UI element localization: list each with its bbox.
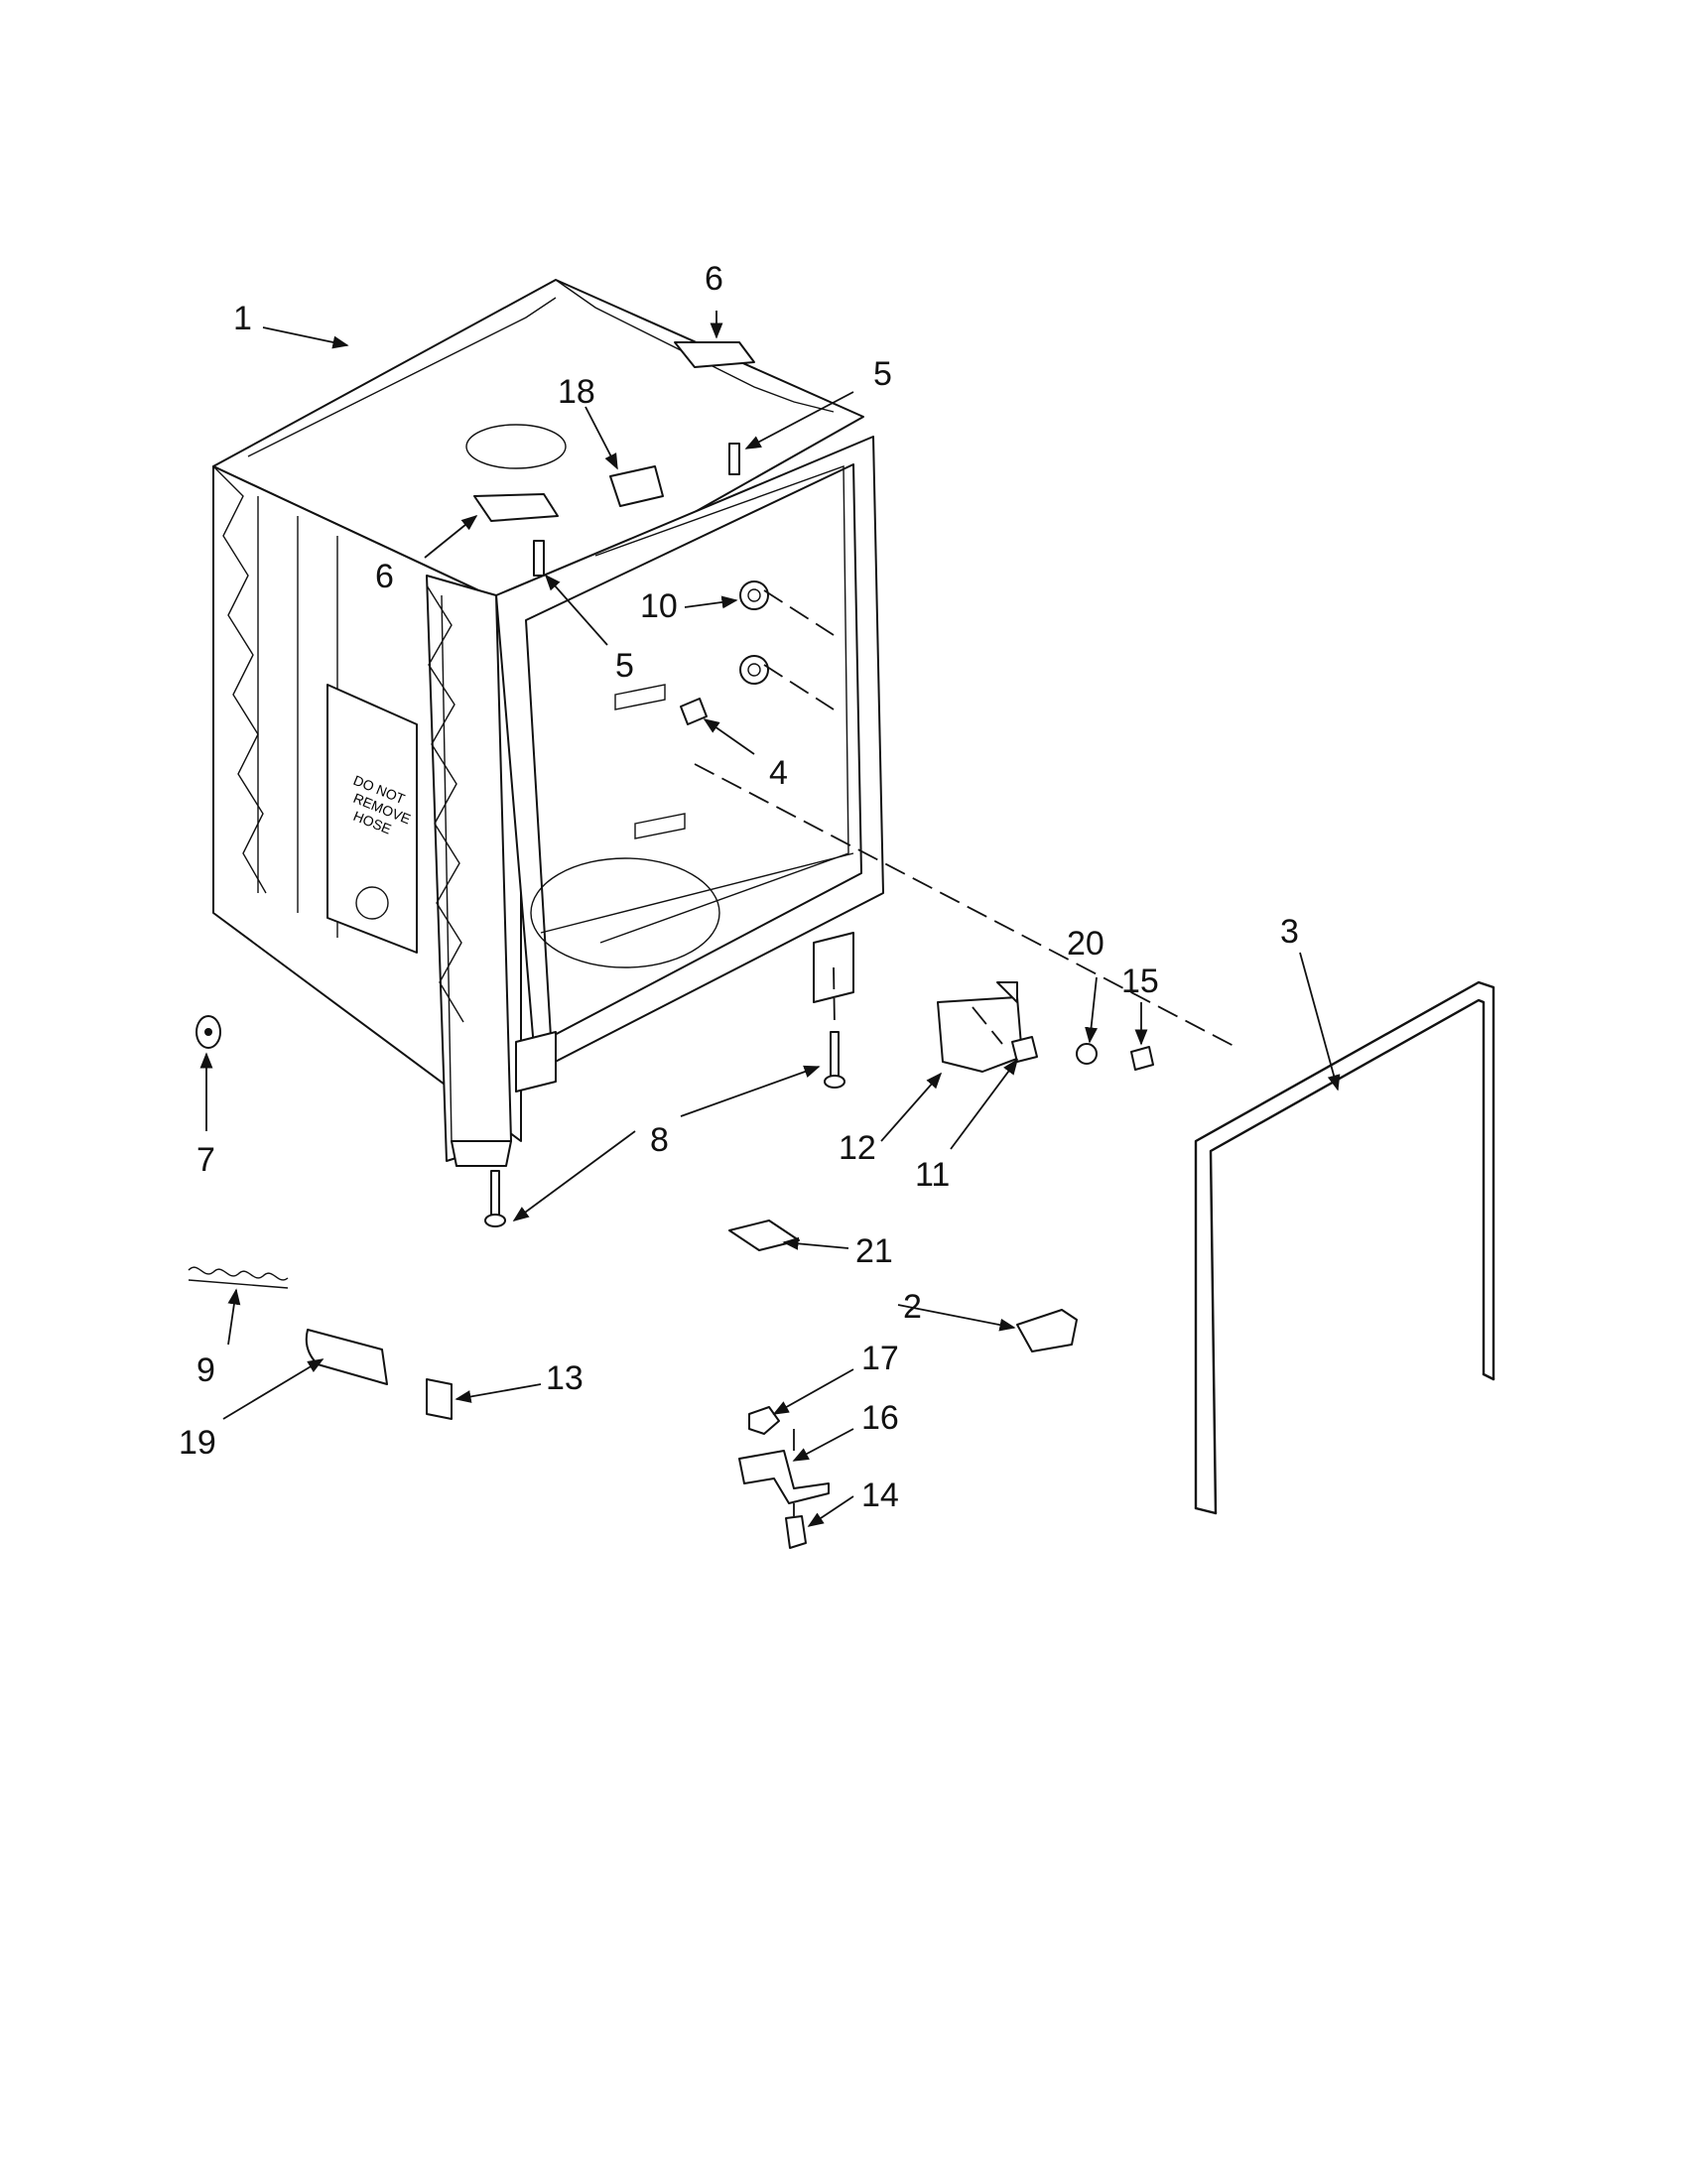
callout-7: 7 xyxy=(196,1141,215,1179)
cover-part-19 xyxy=(305,1329,388,1385)
callout-9: 9 xyxy=(196,1351,215,1389)
screw-part-11 xyxy=(1011,1036,1038,1063)
screw-part-4 xyxy=(680,698,708,725)
nut-part-20 xyxy=(1076,1043,1098,1065)
pad-part-21 xyxy=(728,1220,800,1251)
screw-part-14 xyxy=(785,1515,807,1549)
callout-2: 2 xyxy=(903,1288,922,1326)
spring-part-9 xyxy=(188,1266,289,1289)
assembly-guide-lines xyxy=(694,589,1236,1516)
clip-part-13 xyxy=(426,1378,453,1420)
callout-5-lower: 5 xyxy=(615,647,634,685)
clip-part-18 xyxy=(609,465,664,507)
callout-5-upper: 5 xyxy=(873,355,892,393)
callout-1: 1 xyxy=(233,300,252,337)
wheel-part-7 xyxy=(195,1015,221,1049)
callout-19: 19 xyxy=(179,1424,216,1462)
fitting-part-17 xyxy=(748,1406,780,1435)
door-seal-part-3 xyxy=(1194,980,1495,1515)
callout-20: 20 xyxy=(1067,925,1104,963)
screw-part-15 xyxy=(1130,1046,1154,1071)
roller-part-10 xyxy=(739,580,769,685)
callout-21: 21 xyxy=(855,1232,893,1270)
callout-3: 3 xyxy=(1280,913,1299,951)
callout-8: 8 xyxy=(650,1121,669,1159)
callout-12: 12 xyxy=(839,1129,876,1167)
leveling-leg-part-8 xyxy=(484,1031,845,1227)
screw-part-5 xyxy=(533,443,740,577)
callout-14: 14 xyxy=(861,1477,899,1514)
callout-10: 10 xyxy=(640,587,678,625)
callout-18: 18 xyxy=(558,373,595,411)
callout-numbers: 1 2 3 4 5 5 6 6 7 8 9 10 11 12 13 14 15 … xyxy=(179,260,1299,1514)
callout-11: 11 xyxy=(915,1156,950,1194)
callout-4: 4 xyxy=(769,754,788,792)
tub-assembly: DO NOT REMOVE HOSE xyxy=(212,279,884,1167)
bracket-part-12 xyxy=(937,981,1023,1073)
leader-lines xyxy=(199,311,1341,1527)
latch-part-2 xyxy=(1016,1309,1078,1352)
callout-15: 15 xyxy=(1121,963,1159,1000)
callout-6-upper: 6 xyxy=(705,260,723,298)
bracket-part-16 xyxy=(738,1450,830,1504)
callout-6-lower: 6 xyxy=(375,558,394,595)
callout-13: 13 xyxy=(546,1359,584,1397)
strike-bracket-upper xyxy=(473,341,755,522)
callout-16: 16 xyxy=(861,1399,899,1437)
callout-17: 17 xyxy=(861,1340,899,1377)
